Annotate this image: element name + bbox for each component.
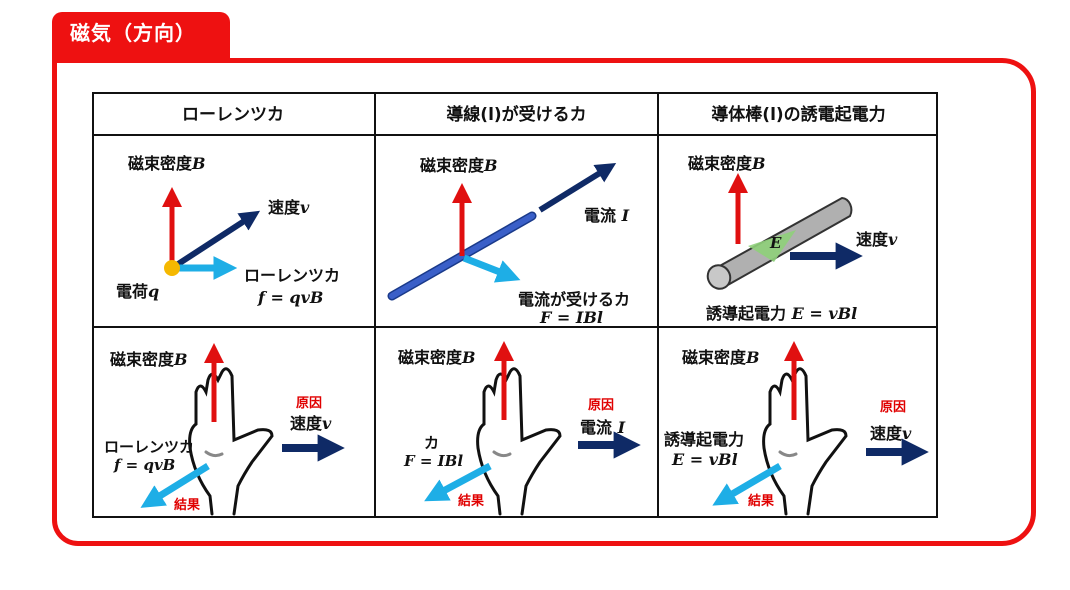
cause-label: 電流 I: [580, 418, 626, 437]
cause-label: 速度v: [290, 414, 332, 433]
emf-label: 誘導起電力 E = vBl: [706, 304, 858, 323]
current-arrow: [538, 162, 617, 213]
header-divider: [92, 134, 938, 136]
force-formula: F = IBl: [540, 308, 603, 327]
result-tag: 結果: [748, 494, 775, 509]
table-grid: [92, 92, 938, 518]
header-wire-force: 導線(l)が受けるカ: [446, 105, 587, 125]
emf-symbol: E: [770, 234, 782, 252]
force-label: ローレンツカ: [104, 438, 195, 456]
velocity-label: 速度v: [856, 230, 898, 249]
force-formula: F = IBl: [404, 452, 464, 470]
hand-wire: [476, 367, 562, 516]
force-label: 電流が受けるカ: [518, 290, 631, 309]
force-arrow: [140, 463, 210, 508]
cause-tag: 原因: [296, 396, 323, 411]
charge-label: 電荷q: [116, 282, 160, 301]
tab-joint: [57, 55, 225, 63]
cause-tag: 原因: [588, 398, 615, 413]
cause-label: 速度v: [870, 424, 912, 443]
current-label: 電流 I: [584, 206, 630, 225]
column-divider: [374, 92, 376, 518]
force-formula: f = qvB: [114, 456, 176, 474]
force-arrow: [462, 254, 521, 283]
b-label: 磁束密度B: [128, 154, 206, 173]
result-tag: 結果: [458, 494, 485, 509]
velocity-label: 速度v: [268, 198, 310, 217]
charge-dot: [164, 260, 180, 276]
b-label: 磁束密度B: [688, 154, 766, 173]
result-tag: 結果: [174, 498, 201, 513]
b-label: 磁束密度B: [110, 350, 188, 369]
header-rod-emf: 導体棒(l)の誘電起電力: [711, 105, 886, 125]
emf-label: 誘導起電力: [664, 430, 745, 449]
force-arrow: [712, 462, 782, 506]
force-formula: f = qvB: [258, 288, 324, 307]
cause-tag: 原因: [880, 400, 907, 415]
velocity-arrow: [170, 210, 261, 271]
force-label: カ: [424, 434, 440, 452]
emf-triangle: [748, 230, 796, 262]
header-lorentz: ローレンツカ: [182, 105, 284, 125]
force-arrow: [424, 462, 492, 502]
section-tab: [52, 12, 230, 60]
hand-rod: [762, 367, 848, 516]
b-label: 磁束密度B: [398, 348, 476, 367]
hand-lorentz: [188, 367, 274, 516]
emf-formula: E = vBl: [672, 450, 738, 469]
column-divider: [657, 92, 659, 518]
b-label: 磁束密度B: [420, 156, 498, 175]
b-label: 磁束密度B: [682, 348, 760, 367]
section-title: 磁気（方向）: [70, 21, 196, 45]
force-label: ローレンツカ: [244, 266, 341, 285]
row-divider: [92, 326, 938, 328]
section-frame: [52, 58, 1036, 546]
